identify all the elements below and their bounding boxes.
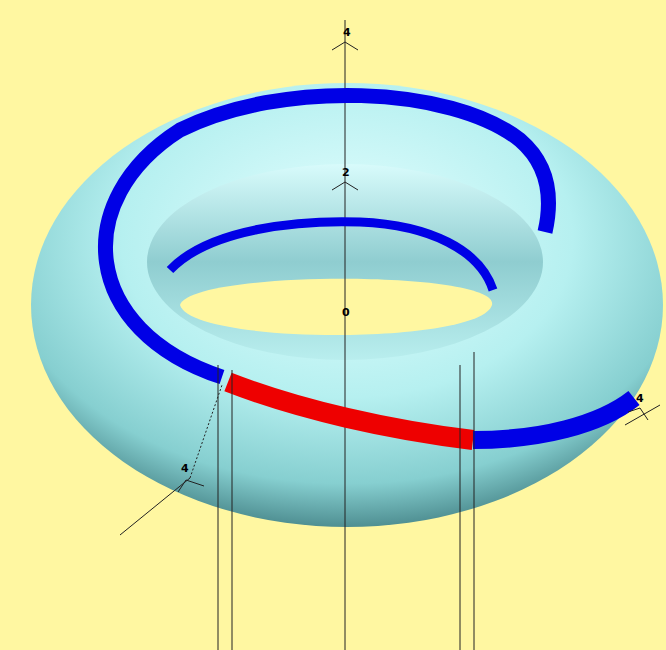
axis-tick-label: 4 xyxy=(343,27,351,38)
axis-tick-label: 0 xyxy=(342,307,350,318)
axis-tick-label: 4 xyxy=(636,393,644,404)
axis-tick-label: 2 xyxy=(342,167,350,178)
axis-tick-label: 4 xyxy=(181,463,189,474)
